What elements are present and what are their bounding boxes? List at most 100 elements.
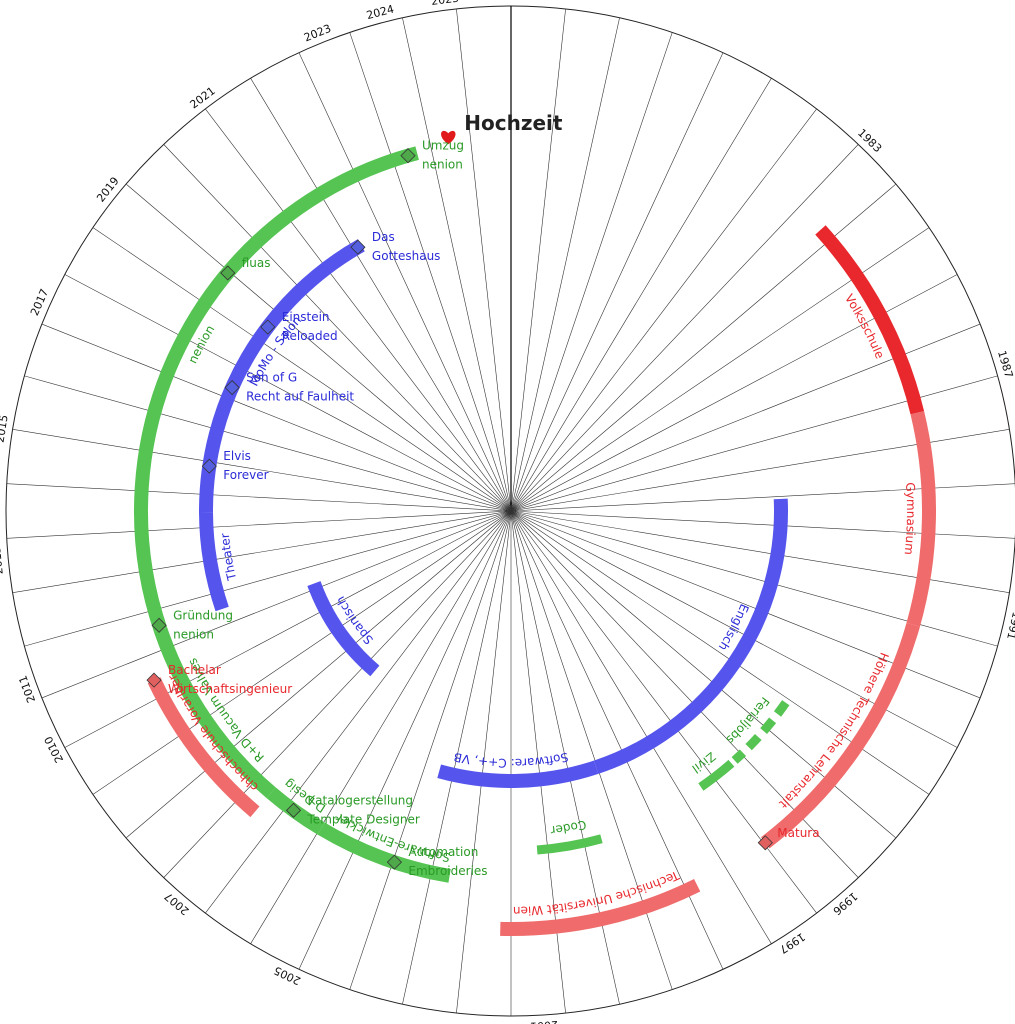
radial-spoke [205, 108, 512, 512]
arc-htl [761, 622, 920, 849]
year-label: 1983 [855, 126, 884, 155]
arc-volksschule [815, 225, 925, 415]
radial-spoke [205, 510, 512, 914]
marker-das-gotteshaus [350, 239, 366, 255]
marker-matura [757, 835, 773, 851]
year-label: 2025 [430, 0, 459, 8]
arc-nenion [134, 146, 419, 633]
marker-elvis-forever [201, 458, 217, 474]
radial-spoke [163, 510, 512, 878]
radial-spoke [510, 510, 772, 944]
event-label-das-gotteshaus: Das [372, 230, 395, 244]
radial-spoke [24, 510, 512, 647]
marker-einstein-reloaded [260, 319, 276, 335]
radial-spoke [163, 144, 512, 512]
year-label: 2010 [42, 734, 66, 765]
year-label: 1977 [497, 0, 525, 2]
radial-spoke [510, 274, 958, 512]
arc-label-gymnasium: Gymnasium [902, 482, 918, 556]
radial-spoke [402, 510, 512, 1005]
radial-spoke [6, 510, 512, 539]
year-label: 2024 [365, 3, 395, 23]
arc-label-text: Gymnasium [902, 482, 918, 556]
event-label-einstein-reloaded: Reloaded [282, 329, 338, 343]
marker-fluas [220, 265, 236, 281]
arc-tu-wien [500, 878, 701, 936]
event-label-son-of-g: Recht auf Faulheit [246, 390, 354, 404]
year-label: 2019 [94, 175, 122, 205]
marker-gruendung-nenion [151, 617, 167, 633]
event-label-hochzeit: Hochzeit [464, 111, 563, 135]
event-label-automation-embroideries: Embroideries [408, 864, 487, 878]
radial-spoke [510, 183, 897, 512]
radial-spoke [298, 52, 512, 512]
event-label-elvis-forever: Forever [223, 468, 268, 482]
year-label: 2017 [28, 287, 51, 318]
year-label: 2001 [530, 1018, 559, 1024]
radial-grid [5, 5, 1015, 1017]
arc-fh-vorarlberg [147, 677, 260, 818]
event-label-einstein-reloaded: Einstein [282, 310, 330, 324]
radial-spoke [510, 8, 566, 512]
event-label-fluas: fluas [242, 256, 271, 270]
radial-spoke [6, 483, 512, 512]
arc-software-entwickler [317, 822, 451, 883]
year-label: 2007 [162, 890, 192, 918]
year-label: 2015 [0, 414, 11, 444]
radial-spoke [41, 510, 512, 699]
arc-gymnasium [906, 411, 936, 627]
marker-bachelor [146, 672, 162, 688]
timeline-arcs [134, 146, 936, 936]
arc-label-text: Coder [550, 817, 588, 837]
arc-label-ferialjobs: Ferialjobs [723, 694, 772, 747]
radial-spoke [510, 32, 673, 512]
year-label: 2005 [272, 964, 303, 988]
arc-spanisch [307, 581, 380, 677]
radial-spoke [349, 510, 512, 990]
marker-katalogerstellung [285, 802, 302, 818]
radial-spoke [298, 510, 512, 970]
year-label: 2013 [0, 546, 6, 575]
event-markers [146, 130, 773, 870]
event-label-katalogerstellung: Katalogerstellung [308, 793, 414, 807]
event-label-bachelor: Wirtschaftsingenieur [168, 682, 292, 696]
arc-rd-vacuum [153, 627, 276, 799]
event-label-bachelor: Bachelar [168, 663, 221, 677]
radial-spoke [250, 510, 512, 944]
radial-spoke [456, 8, 512, 512]
event-label-umzug: Umzug [422, 139, 464, 153]
radial-spoke [24, 375, 512, 512]
marker-automation-embroideries [386, 854, 402, 870]
event-label-elvis-forever: Elvis [223, 449, 251, 463]
year-label: 1996 [830, 890, 860, 918]
arc-label-text: Technische Universität Wien [513, 868, 682, 918]
radial-spoke [349, 32, 512, 512]
radial-spoke [510, 17, 620, 512]
event-label-das-gotteshaus: Gotteshaus [372, 249, 441, 263]
event-label-gruendung-nenion: Gründung [173, 608, 233, 622]
arc-coder [536, 834, 603, 855]
arc-software-cpp [437, 760, 599, 788]
radial-spoke [64, 274, 512, 512]
radial-spoke [12, 510, 512, 593]
heart-icon [441, 130, 456, 145]
radial-spoke [125, 183, 512, 512]
year-label: 1987 [995, 349, 1015, 380]
year-label: 1997 [777, 930, 808, 956]
radial-spoke [92, 227, 512, 512]
event-label-gruendung-nenion: nenion [173, 627, 214, 641]
radial-spoke [12, 429, 512, 512]
radial-spoke [510, 52, 724, 512]
event-label-matura: Matura [777, 826, 819, 840]
radial-spoke [41, 323, 512, 512]
arc-englisch [593, 498, 788, 774]
year-label: 1991 [1004, 611, 1015, 641]
arc-theater [199, 512, 229, 612]
arc-ferialjobs [731, 700, 790, 764]
radial-spoke [510, 78, 772, 512]
radial-spoke [510, 483, 1015, 512]
event-label-katalogerstellung: Template Designer [307, 812, 420, 826]
radial-spoke [510, 144, 859, 512]
radial-spoke [125, 510, 512, 839]
